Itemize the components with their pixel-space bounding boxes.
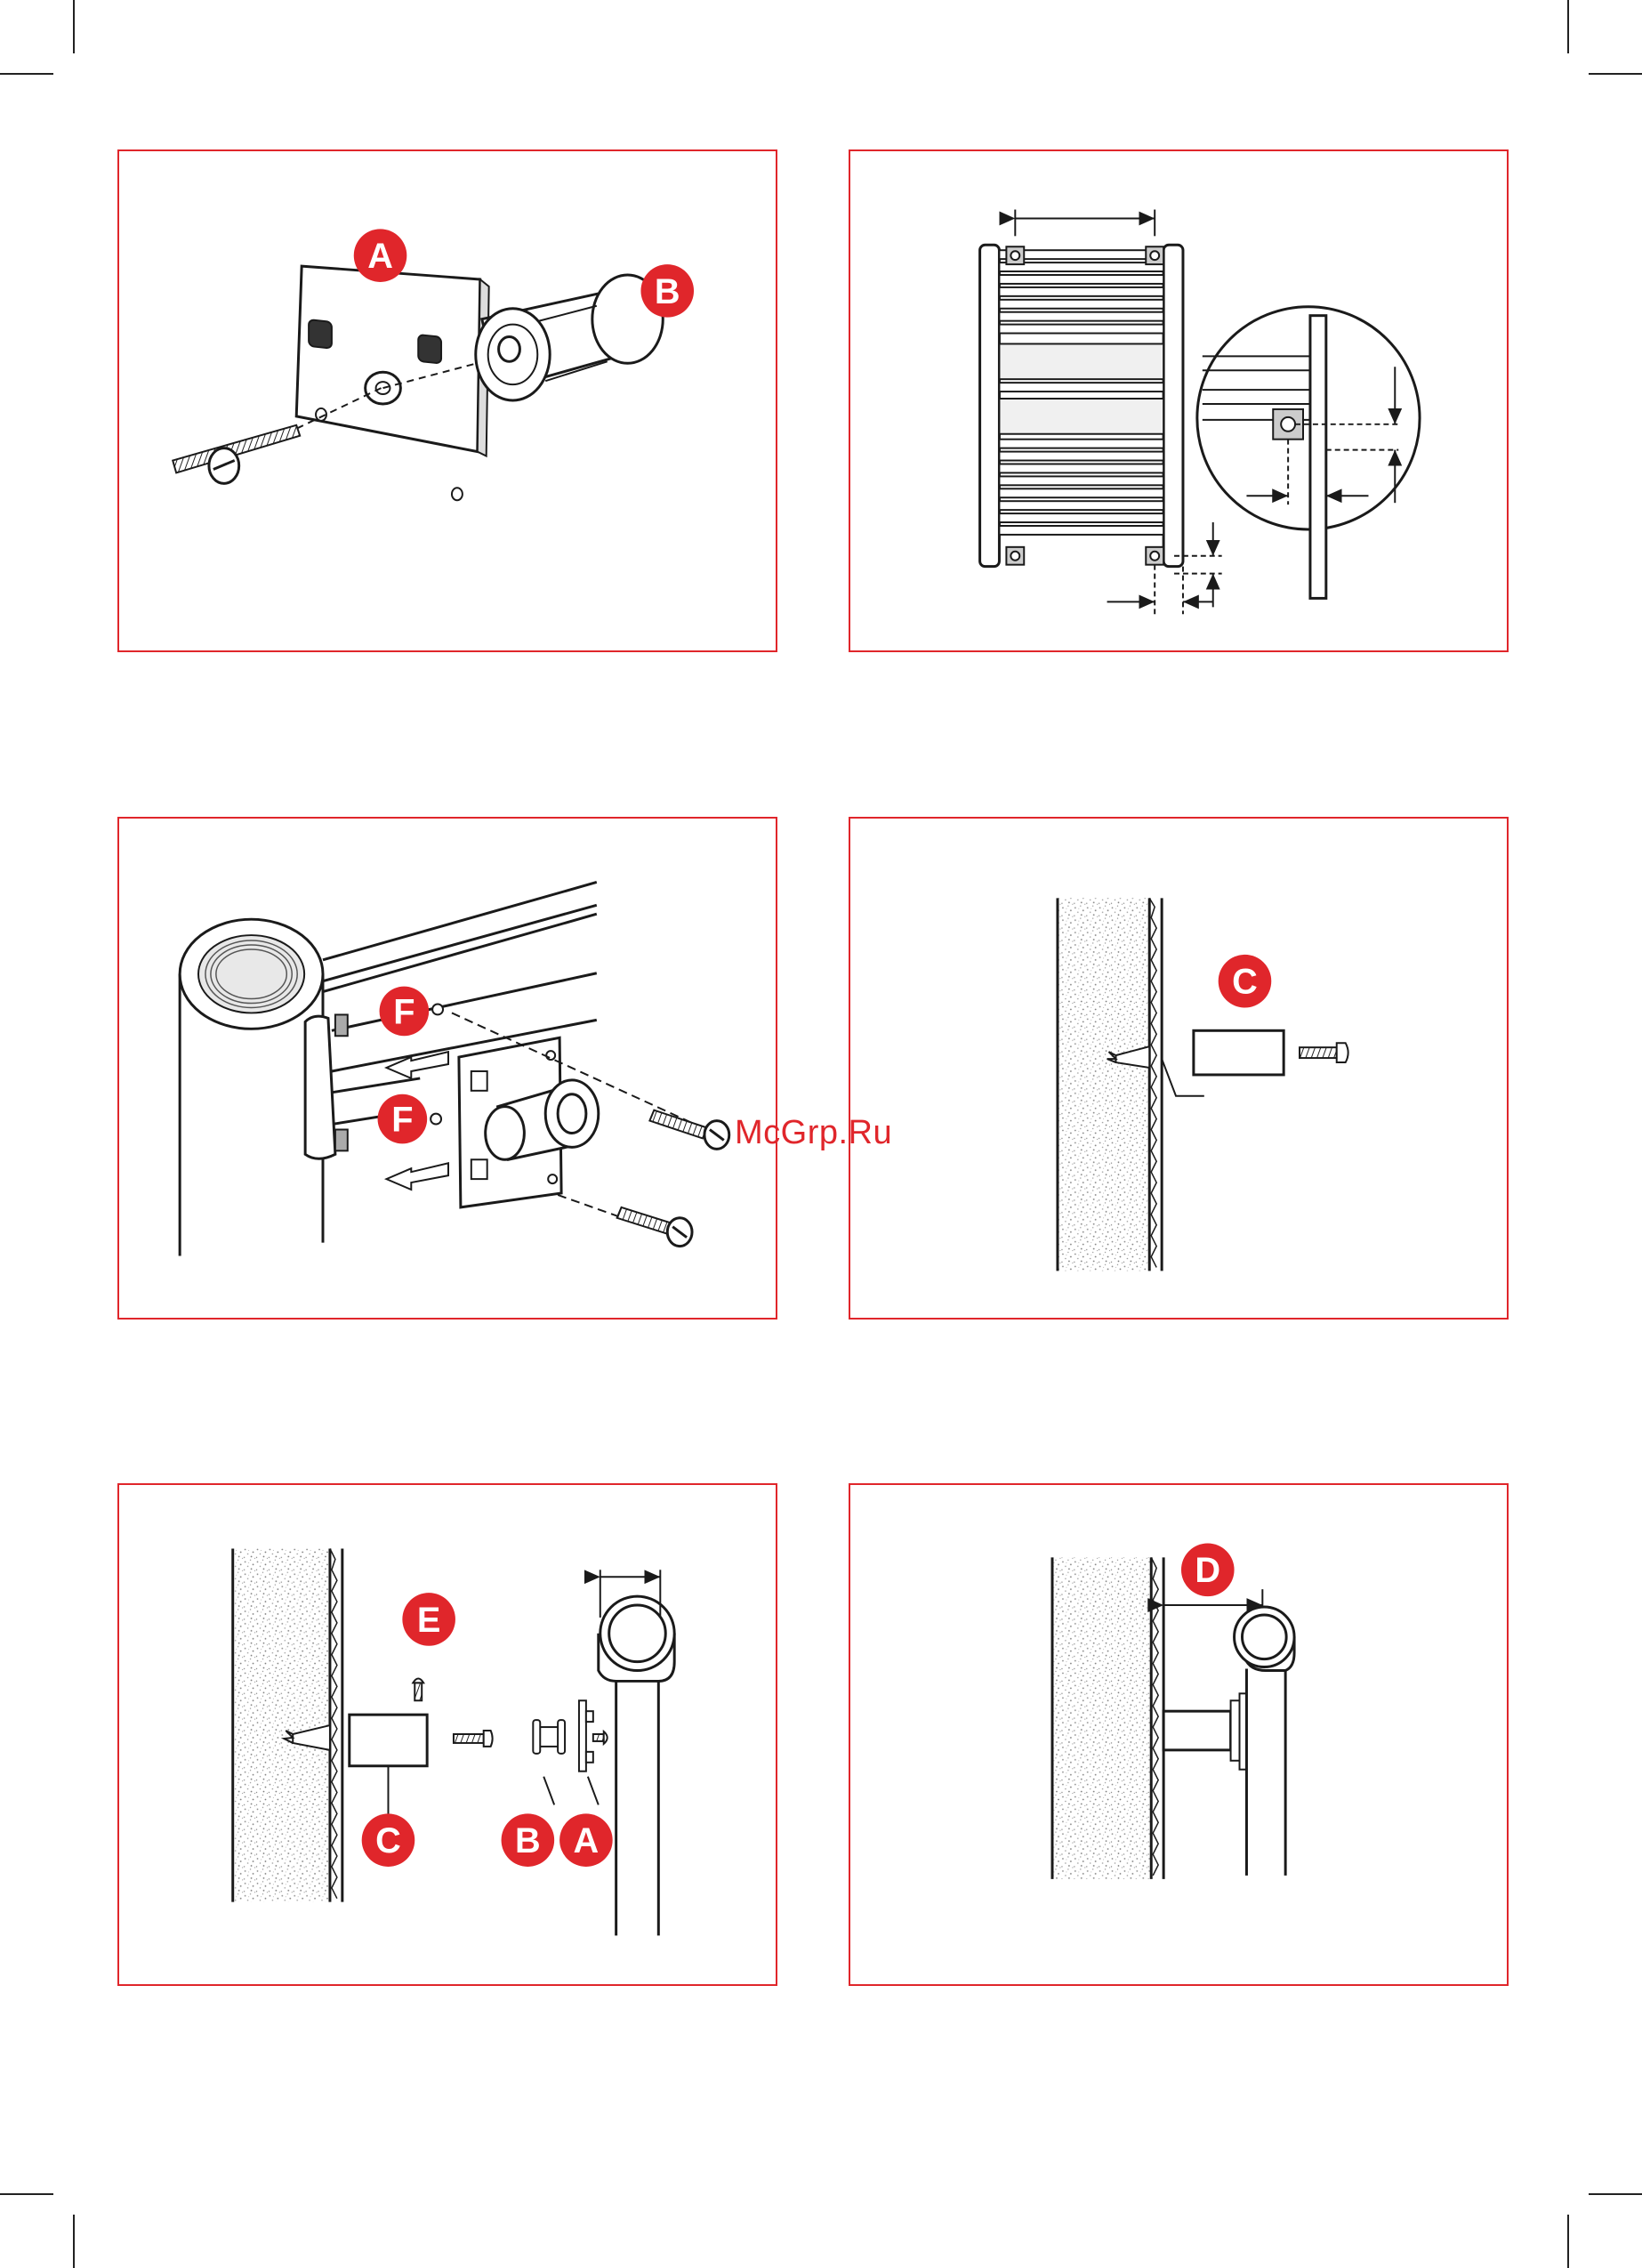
badge-a-label: A xyxy=(367,237,393,276)
badge-b-label: B xyxy=(655,272,680,311)
spacer-block xyxy=(1194,1030,1284,1075)
panel-6-final-assembly: D xyxy=(849,1483,1509,1986)
panel-3-drawing: F F xyxy=(119,819,776,1318)
panel-5-exploded-assembly: E C B A xyxy=(117,1483,777,1986)
mounting-plate xyxy=(579,1700,586,1771)
trim-mark xyxy=(0,73,53,75)
trim-mark xyxy=(1567,2215,1569,2268)
panel-2-drawing xyxy=(850,151,1507,650)
panel-1-drawing: A B xyxy=(119,151,776,650)
screw-icon xyxy=(454,1731,493,1747)
badge-f-label: F xyxy=(391,1100,413,1139)
trim-mark xyxy=(73,2215,75,2268)
trim-mark xyxy=(73,0,75,53)
spacer-sleeve xyxy=(533,1720,565,1754)
trim-mark xyxy=(1589,73,1642,75)
detail-magnifier xyxy=(1197,307,1420,599)
radiator-rail-left xyxy=(980,245,1000,566)
screw-icon xyxy=(593,1731,608,1744)
panel-4-wall-fixing: C xyxy=(849,817,1509,1320)
badge-b-label: B xyxy=(515,1821,541,1860)
wall-section xyxy=(233,1548,330,1901)
panel-1-bracket-parts: A B xyxy=(117,149,777,652)
radiator-tubes xyxy=(999,250,1163,535)
mounting-plate xyxy=(296,266,480,452)
screw-icon xyxy=(649,1110,728,1150)
screw-icon xyxy=(617,1207,692,1247)
badge-f-label: F xyxy=(393,992,415,1031)
panel-5-drawing: E C B A xyxy=(119,1485,776,1984)
spacer-block xyxy=(350,1715,427,1766)
wall-section xyxy=(1058,898,1149,1271)
plate-slot xyxy=(418,335,441,364)
radiator-rail-right xyxy=(1163,245,1183,566)
spacer-block xyxy=(1163,1711,1230,1750)
radiator-pipe xyxy=(599,1596,674,1935)
trim-mark xyxy=(0,2193,53,2195)
arrow-icon xyxy=(386,1163,448,1190)
watermark-text: McGrp.Ru xyxy=(735,1114,892,1152)
panel-2-radiator-front xyxy=(849,149,1509,652)
badge-a-label: A xyxy=(574,1821,600,1860)
panel-3-bracket-fixing: F F xyxy=(117,817,777,1320)
panel-6-drawing: D xyxy=(850,1485,1507,1984)
badge-e-label: E xyxy=(417,1601,440,1640)
badge-d-label: D xyxy=(1195,1551,1220,1590)
badge-c-label: C xyxy=(1232,963,1258,1002)
spacer-sleeve xyxy=(476,275,663,400)
badge-c-label: C xyxy=(375,1821,401,1860)
screw-icon xyxy=(413,1678,423,1700)
radiator-pipe xyxy=(180,919,323,1255)
screw-icon xyxy=(1300,1043,1348,1062)
screw-icon xyxy=(173,425,300,484)
plate-slot xyxy=(309,319,332,349)
trim-mark xyxy=(1567,0,1569,53)
panel-4-drawing: C xyxy=(850,819,1507,1318)
trim-mark xyxy=(1589,2193,1642,2195)
wall-section xyxy=(1052,1557,1151,1878)
